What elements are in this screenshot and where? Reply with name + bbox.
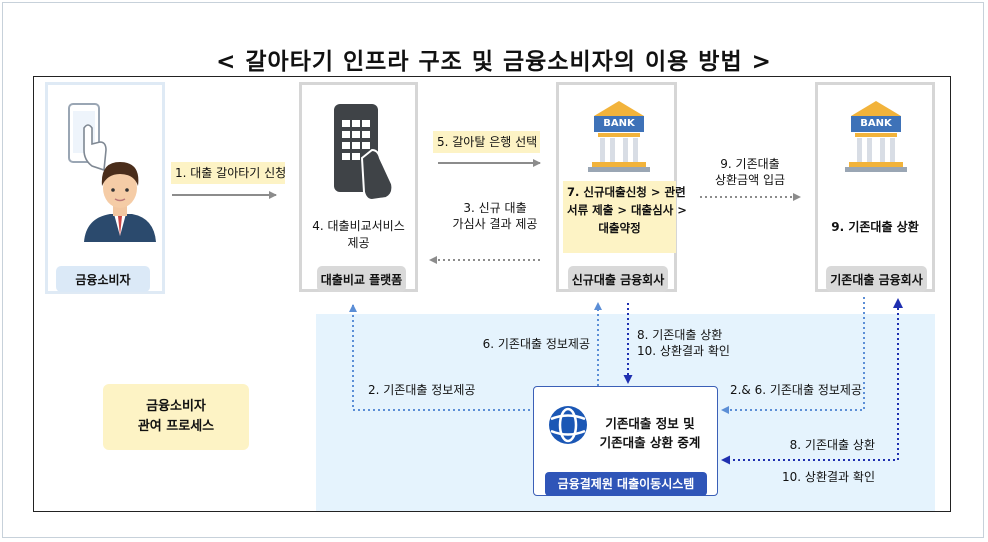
system-line1: 기존대출 정보 및 [605, 416, 695, 431]
diagram-border [33, 76, 951, 512]
old-lender-card [815, 82, 935, 292]
step9-annotation: 9. 기존대출 상환금액 입금 [700, 156, 800, 188]
step8-10-annotation: 8. 기존대출 상환 10. 상환결과 확인 [637, 327, 747, 359]
step3-line2: 가심사 결과 제공 [452, 217, 538, 231]
platform-step-line2: 제공 [347, 236, 370, 250]
consumer-card [45, 82, 165, 294]
platform-card [299, 82, 418, 292]
system-line2: 기존대출 상환 중계 [599, 435, 701, 450]
new-lender-bank-sign: BANK [603, 118, 635, 129]
diagram-title: < 갈아타기 인프라 구조 및 금융소비자의 이용 방법 > [216, 49, 772, 75]
process-line1: 금융소비자 [146, 399, 206, 414]
old-lender-step-text: 9. 기존대출 상환 [831, 220, 919, 234]
step1-annotation: 1. 대출 갈아타기 신청 [171, 162, 286, 184]
consumer-label: 금융소비자 [56, 266, 150, 292]
step2-annotation: 2. 기존대출 정보제공 [368, 383, 476, 397]
platform-step-text: 4. 대출비교서비스 제공 [299, 218, 418, 252]
platform-step-line1: 4. 대출비교서비스 [312, 219, 405, 233]
step2-6-annotation: 2.& 6. 기존대출 정보제공 [729, 383, 862, 397]
old-lender-bank-sign: BANK [860, 118, 892, 129]
step8b-annotation: 8. 기존대출 상환 [789, 438, 875, 452]
system-text: 기존대출 정보 및 기존대출 상환 중계 [590, 414, 710, 452]
new-lender-step-text: 7. 신규대출신청 > 관련 서류 제출 > 대출심사 > 대출약정 [563, 181, 687, 253]
step6-annotation: 6. 기존대출 정보제공 [482, 337, 590, 351]
new-lender-step-line1: 7. 신규대출신청 > 관련 [567, 185, 686, 199]
new-lender-step-line2: 서류 제출 > 대출심사 > [567, 203, 687, 217]
step8-line: 8. 기존대출 상환 [637, 328, 723, 342]
step10b-annotation: 10. 상환결과 확인 [782, 470, 875, 484]
step3-line1: 3. 신규 대출 [463, 201, 527, 215]
step3-annotation: 3. 신규 대출 가심사 결과 제공 [440, 200, 550, 232]
platform-label: 대출비교 플랫폼 [317, 266, 406, 292]
new-lender-step-line3: 대출약정 [598, 221, 641, 235]
step9-line1: 9. 기존대출 [720, 157, 780, 171]
step9-line2: 상환금액 입금 [714, 173, 786, 187]
new-lender-label: 신규대출 금융회사 [568, 266, 668, 292]
step5-annotation: 5. 갈아탈 은행 선택 [433, 131, 540, 153]
process-line2: 관여 프로세스 [137, 419, 215, 434]
old-lender-label: 기존대출 금융회사 [826, 266, 927, 292]
consumer-process-box: 금융소비자 관여 프로세스 [103, 384, 249, 450]
system-label: 금융결제원 대출이동시스템 [545, 472, 707, 496]
step10-line: 10. 상환결과 확인 [637, 344, 730, 358]
